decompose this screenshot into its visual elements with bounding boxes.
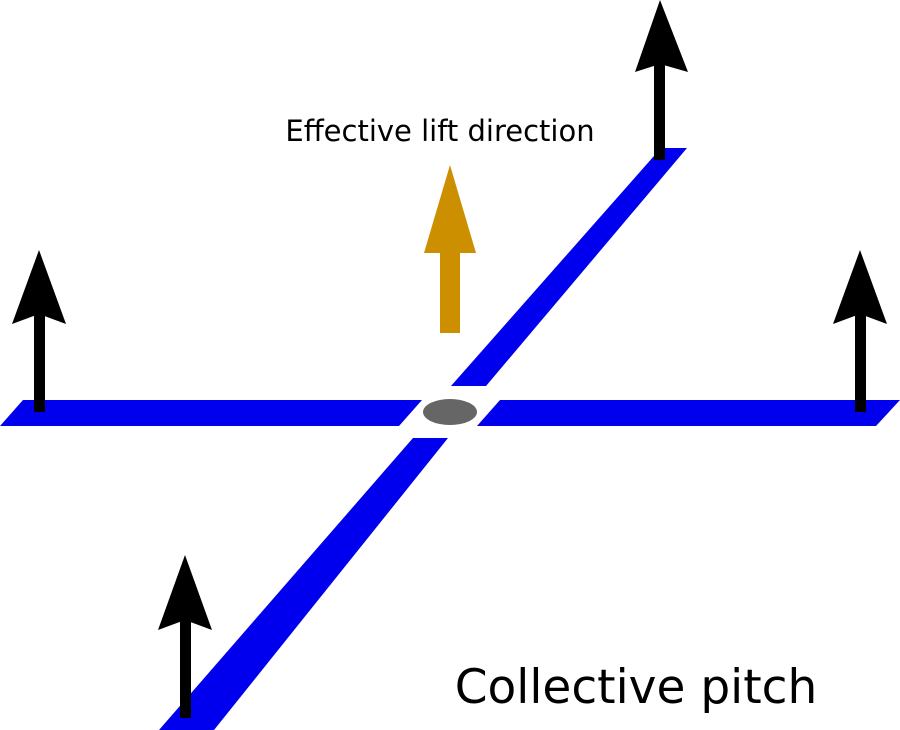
up-arrow-icon (833, 250, 887, 412)
effective-lift-arrow (424, 165, 476, 333)
up-arrow-icon (635, 0, 688, 160)
up-arrow-icon (12, 250, 66, 412)
rotor-hub-icon (423, 399, 477, 425)
blade-right (477, 400, 900, 426)
blade-lift-arrows (12, 0, 887, 718)
blade-front (451, 148, 687, 386)
blade-back (159, 438, 448, 730)
effective-lift-label: Effective lift direction (285, 114, 594, 148)
blade-left (0, 400, 422, 426)
up-arrow-icon (158, 555, 212, 718)
rotor-blades (0, 148, 900, 730)
diagram-title: Collective pitch (455, 660, 818, 715)
